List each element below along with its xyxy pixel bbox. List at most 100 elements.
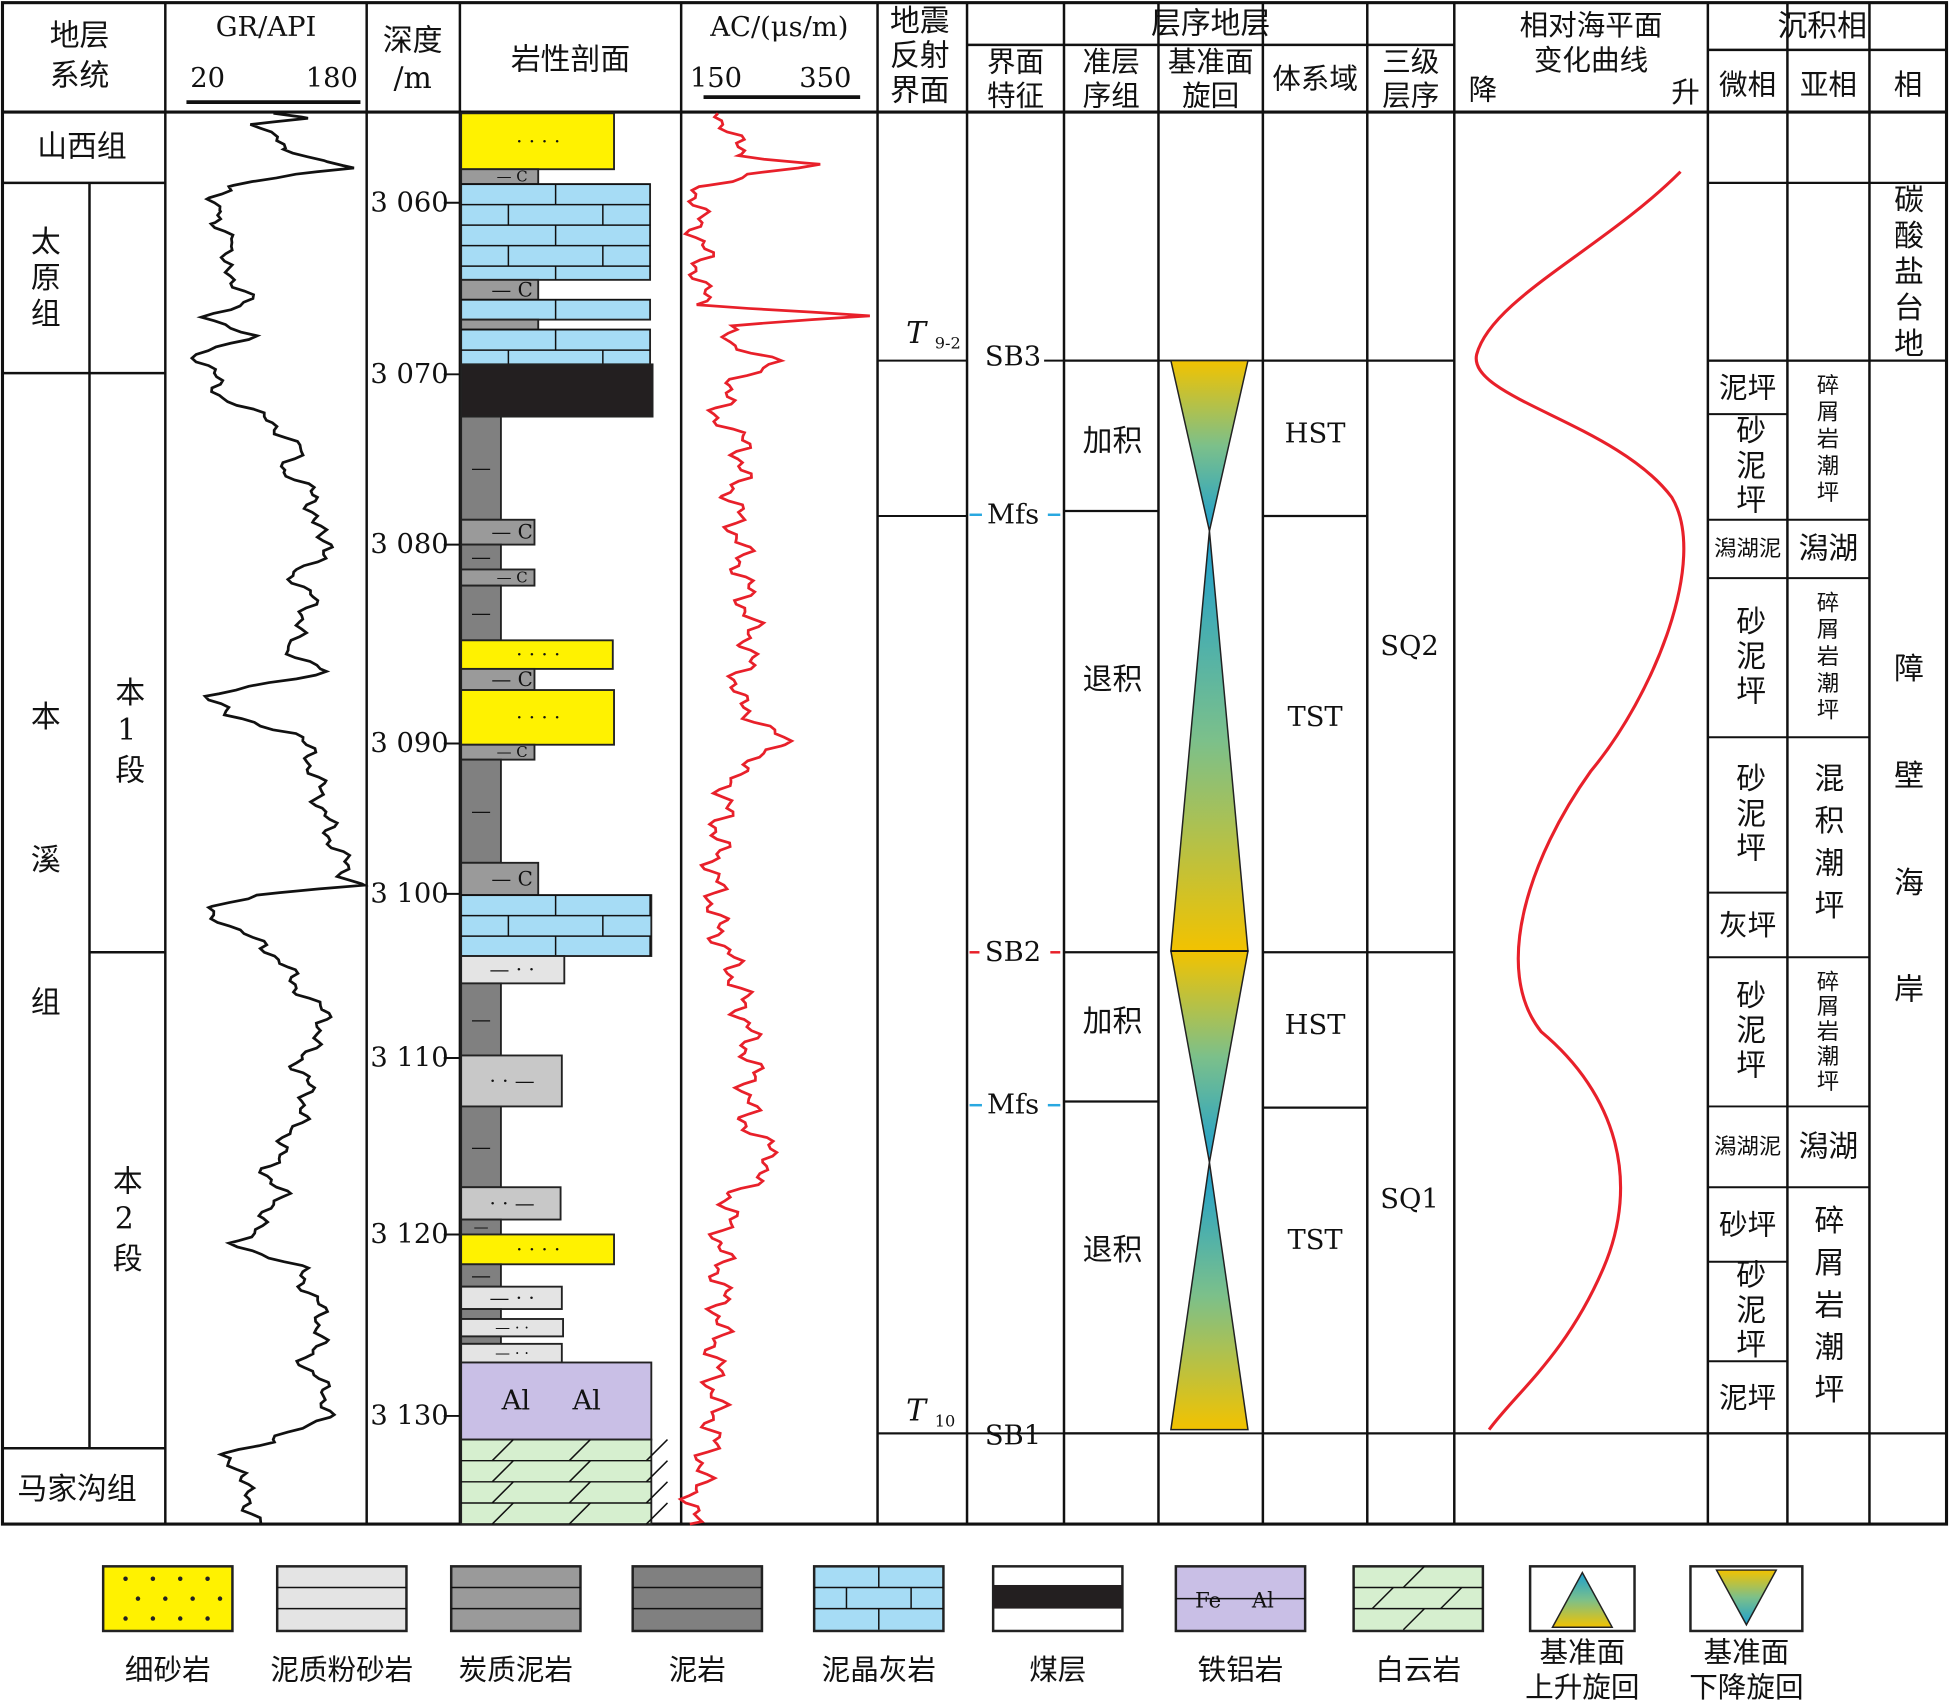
facies-label: 碳酸盐台地: [1888, 184, 1924, 364]
legend-item-dolomite: [1352, 1565, 1485, 1633]
header-seq-col: 序组: [1083, 78, 1140, 112]
parasequence-set-label: 退积: [1083, 663, 1143, 698]
legend-dot: [123, 1576, 128, 1582]
legend-dot: [217, 1596, 223, 1601]
ac-curve: [677, 112, 870, 1526]
legend-label: 细砂岩: [125, 1653, 211, 1687]
legend-label: 上升旋回: [1525, 1670, 1639, 1702]
lithology-carbonaceous-mudstone: [460, 318, 540, 331]
systems-tract-label: TST: [1287, 1225, 1342, 1256]
sequence-label: SQ1: [1380, 1184, 1439, 1215]
rising-triangle-icon: [1551, 1570, 1614, 1628]
legend-item-coal-seam: [991, 1565, 1124, 1633]
header-gr-min: 20: [190, 63, 225, 94]
parasequence-set-label: 加积: [1083, 1004, 1143, 1039]
legend-dolo-slash: [1440, 1586, 1463, 1610]
dolomite-slash: [568, 1502, 591, 1525]
lithology-mark: · · · ·: [516, 130, 560, 153]
micro-facies-label: 砂泥坪: [1730, 606, 1766, 710]
lithology-muddy-siltstone: [460, 1285, 563, 1310]
base-level-rising-cycle: [1170, 530, 1249, 952]
micro-facies-label: 潟湖泥: [1714, 536, 1781, 562]
member-ben2: 本2段: [107, 1165, 143, 1278]
systems-tract-label: TST: [1287, 702, 1342, 733]
sub-facies-label: 混积潮坪: [1808, 763, 1844, 932]
lithology-mark: · · —: [490, 1069, 535, 1092]
legend-label: 白云岩: [1375, 1653, 1461, 1687]
lithology-fine-sandstone: [460, 689, 615, 746]
legend-dot: [205, 1616, 210, 1621]
lithology-mark: — · ·: [495, 1344, 529, 1362]
seismic-label: T: [906, 1393, 928, 1428]
legend-swatch: [1352, 1565, 1485, 1633]
legend-item-fine-sandstone: [101, 1565, 234, 1633]
dolomite-slash: [645, 1460, 669, 1483]
legend-swatch: [275, 1565, 408, 1633]
seismic-label-sub: 9-2: [935, 334, 961, 353]
dolomite-slash: [491, 1439, 514, 1462]
lithology-mark: —: [471, 1135, 491, 1158]
legend-label: 泥质粉砂岩: [270, 1653, 413, 1687]
lithology-mark: —: [474, 1218, 489, 1236]
legend-label: 泥晶灰岩: [822, 1653, 936, 1687]
legend-coal-band: [993, 1584, 1123, 1609]
dolomite-slash: [645, 1502, 669, 1525]
header-seq-col: 界面: [987, 45, 1044, 79]
legend-dot: [135, 1596, 141, 1601]
lithology-mudstone: [460, 1308, 502, 1320]
systems-tract-label: HST: [1285, 418, 1346, 449]
formation-majiagou: 马家沟组: [17, 1472, 136, 1507]
legend-label: 炭质泥岩: [459, 1653, 573, 1687]
dolomite-slash: [645, 1439, 669, 1462]
header-seismic: 反射: [890, 39, 950, 74]
base-level-falling-cycle: [1169, 359, 1249, 532]
facies-label: 障壁海岸: [1888, 653, 1924, 1081]
header-ac-title: AC/(μs/m): [709, 12, 848, 43]
surface-label: SB1: [985, 1420, 1041, 1451]
legend-dot: [150, 1616, 156, 1621]
member-ben1: 本1段: [109, 677, 145, 790]
legend-dot: [123, 1616, 128, 1621]
header-strat-system: 系统: [50, 58, 110, 93]
legend-label: 铁铝岩: [1198, 1653, 1284, 1687]
systems-tract-label: HST: [1285, 1010, 1346, 1041]
lithology-mark: · · · ·: [516, 643, 560, 666]
legend-label: 下降旋回: [1689, 1670, 1803, 1702]
bauxite-mark: Al: [501, 1386, 530, 1417]
lithology-mark: —: [471, 1008, 491, 1031]
lithology-mark: —: [471, 1264, 491, 1287]
legend-dot: [177, 1616, 183, 1621]
lithology-mark: — C: [497, 743, 528, 761]
legend-item-carbonaceous-mudstone: [449, 1565, 582, 1633]
header-lithology: 岩性剖面: [511, 42, 630, 77]
micro-facies-label: 泥坪: [1719, 370, 1776, 404]
legend-swatch: [101, 1565, 234, 1633]
gr-curve: [189, 111, 369, 1525]
lithology-mudstone: [460, 584, 502, 642]
header-seq-col: 体系域: [1272, 61, 1358, 95]
micro-facies-label: 潟湖泥: [1714, 1134, 1781, 1160]
depth-tick-label: 3 070: [370, 359, 448, 390]
header-seq-col: 层序: [1382, 78, 1439, 112]
header-gr-max: 180: [306, 63, 358, 94]
falling-triangle-icon: [1715, 1569, 1778, 1627]
sub-facies-label: 碎屑岩潮坪: [1813, 590, 1839, 725]
lithology-mark: — C: [497, 569, 528, 587]
surface-label: Mfs: [987, 499, 1039, 530]
lithology-mark: — · ·: [490, 1286, 535, 1309]
depth-tick-label: 3 100: [370, 878, 448, 909]
lithology-fine-sandstone: [460, 1233, 615, 1266]
dolomite-slash: [491, 1502, 514, 1525]
header-depth: 深度: [383, 24, 443, 59]
legend-dot: [163, 1596, 168, 1601]
lithology-ferro-aluminous-rock: [460, 1361, 653, 1441]
formation-shanxi: 山西组: [37, 129, 126, 164]
header-sealevel-fall: 降: [1469, 73, 1498, 107]
header-depth: /m: [393, 61, 431, 96]
sub-facies-label: 碎屑岩潮坪: [1808, 1205, 1844, 1416]
formation-benxi: 本溪组: [25, 701, 60, 1130]
micro-facies-label: 砂泥坪: [1730, 1259, 1766, 1363]
